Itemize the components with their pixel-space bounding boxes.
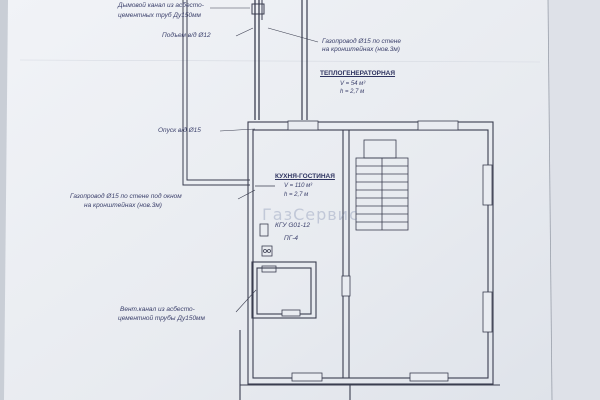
- label-drop: Опуск в/д Ø15: [158, 127, 201, 134]
- paper-edge: [548, 0, 600, 400]
- leader-riser: [235, 27, 254, 37]
- window-right-1: [482, 164, 493, 206]
- label-gas-wall-top-2: на кронштейнах (нов.3м): [322, 46, 400, 53]
- leader-gas-wall-top: [267, 27, 319, 43]
- label-top-1: Дымовой канал из асбесто-: [118, 2, 204, 9]
- label-chimney-2: цементной трубы Ду150мм: [118, 315, 205, 322]
- room-boiler-name: ТЕПЛОГЕНЕРАТОРНАЯ: [320, 70, 396, 77]
- label-gas-wall-top-1: Газопровод Ø15 по стене: [322, 38, 401, 45]
- stove-symbol: [261, 245, 273, 257]
- room-kitchen-name: КУХНЯ-ГОСТИНАЯ: [275, 173, 335, 180]
- room-kitchen-volume: V = 110 м³: [284, 183, 313, 189]
- gas-meter-symbol: [259, 223, 269, 237]
- label-chimney-1: Вент.канал из асбесто-: [120, 306, 195, 313]
- inner-wall-outline: [252, 129, 489, 379]
- paper-sheet: [4, 0, 552, 400]
- leader-drop: [219, 128, 256, 132]
- stove-burner-1: [263, 249, 267, 253]
- door-bathroom: [281, 309, 301, 317]
- paper-crease: [19, 59, 541, 63]
- staircase: [355, 139, 409, 231]
- window-top-1: [287, 120, 319, 131]
- watermark: ГазСервис: [262, 205, 359, 224]
- equipment: [255, 185, 277, 273]
- house-walls: [239, 121, 500, 400]
- label-top-2: цементных труб Ду150мм: [118, 12, 201, 19]
- gas-line-outer: [182, 0, 250, 186]
- window-bottom-1: [291, 372, 323, 382]
- room-kitchen-height: h = 2,7 м: [284, 192, 309, 198]
- gas-line-inner: [186, 0, 250, 181]
- outer-wall-outline: [247, 121, 494, 385]
- label-riser: Подъем в/д Ø12: [162, 32, 211, 39]
- gas-pipe-lines: [182, 0, 319, 313]
- room-boiler-volume: V = 54 м³: [340, 81, 366, 87]
- leader-gas-outside: [237, 189, 256, 200]
- door-partition: [341, 275, 351, 297]
- pipe-junction-top: [251, 3, 265, 15]
- label-stove: ПГ-4: [284, 235, 299, 242]
- windows: [281, 120, 493, 382]
- window-right-2: [482, 291, 493, 333]
- label-gas-outside-1: Газопровод Ø15 по стене под окном: [70, 193, 182, 200]
- label-meter: КГУ G01-12: [275, 222, 311, 229]
- bathroom-outer: [251, 261, 317, 319]
- window-bottom-2: [409, 372, 449, 382]
- chimney-symbol: [261, 265, 277, 273]
- room-boiler-height: h = 2,7 м: [340, 89, 365, 95]
- label-gas-outside-2: на кронштейнах (нов.3м): [84, 202, 162, 209]
- stair-steps: [356, 165, 408, 223]
- stove-burner-2: [267, 249, 271, 253]
- paper-fold: [547, 0, 553, 400]
- window-top-2: [417, 120, 459, 131]
- stair-landing: [363, 139, 397, 159]
